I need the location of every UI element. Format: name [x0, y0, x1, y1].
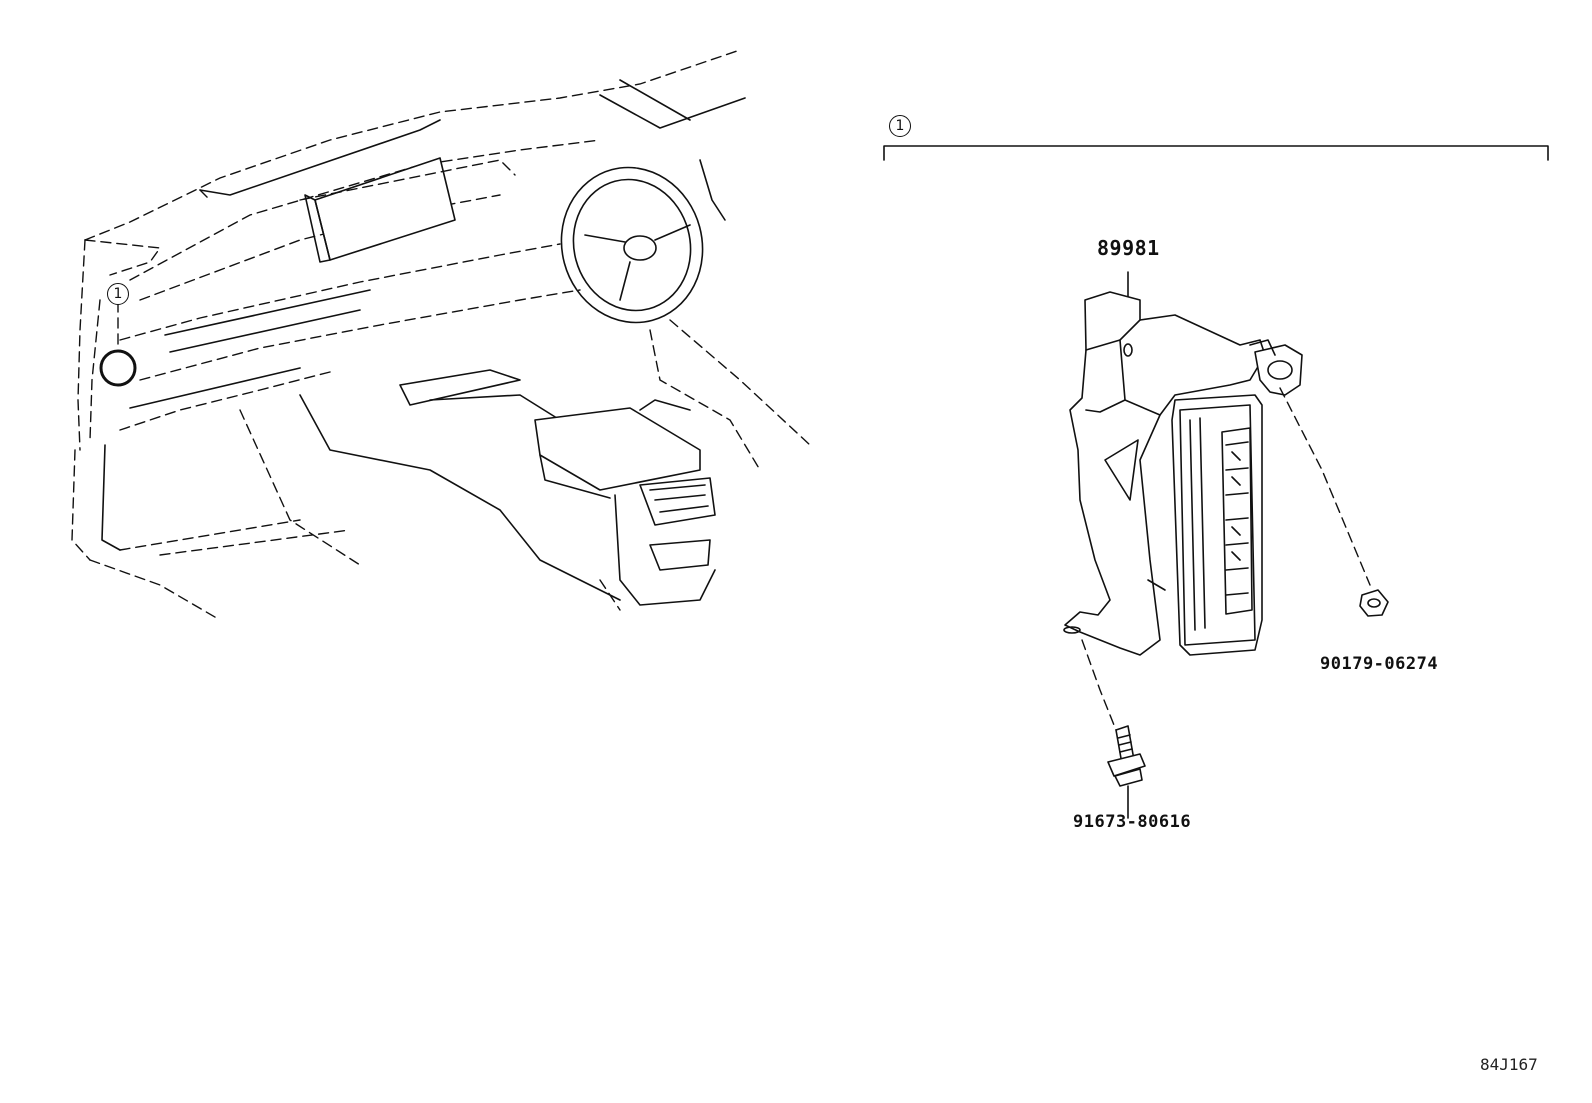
callout-number-1-location: 1	[107, 283, 129, 305]
ecu-module-drawing	[1063, 271, 1371, 741]
dashboard-illustration	[71, 49, 811, 621]
part-number-main-unit[interactable]: 89981	[1097, 236, 1160, 260]
callout-number-1-bracket: 1	[889, 115, 911, 137]
bolt-drawing	[1107, 725, 1146, 819]
part-number-clip[interactable]: 90179-06274	[1320, 654, 1439, 674]
clip-nut-drawing	[1359, 589, 1389, 617]
part-number-bolt[interactable]: 91673-80616	[1073, 812, 1192, 832]
diagram-code: 84J167	[1480, 1055, 1538, 1074]
assembly-bracket	[883, 145, 1549, 161]
